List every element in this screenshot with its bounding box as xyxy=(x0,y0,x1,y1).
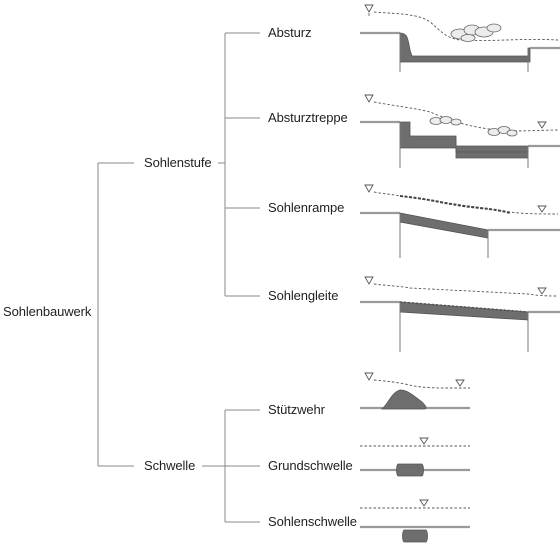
leaf-label-grundschwelle: Grundschwelle xyxy=(268,458,353,473)
water-level-triangle-icon xyxy=(419,437,429,445)
riprap-stones-icon xyxy=(429,116,518,137)
water-surface-line xyxy=(373,11,559,42)
water-level-triangle-icon xyxy=(455,379,465,387)
water-surface-line xyxy=(373,283,559,297)
slide-surface-stones xyxy=(399,301,529,313)
water-level-triangle-icon xyxy=(364,372,374,381)
branch-label-schwelle: Schwelle xyxy=(144,458,196,473)
water-level-triangle-icon xyxy=(364,184,374,193)
water-level-triangle-icon xyxy=(419,499,429,507)
water-level-triangle-icon xyxy=(364,4,374,13)
leaf-label-stuetzwehr: Stützwehr xyxy=(268,402,325,417)
ramp-surface-stones xyxy=(399,195,511,214)
water-level-triangle-icon xyxy=(537,287,547,295)
weir-body xyxy=(380,389,427,410)
leaf-label-absturz: Absturz xyxy=(268,25,312,40)
water-level-triangle-icon xyxy=(364,94,374,103)
leaf-label-sohlengleite: Sohlengleite xyxy=(268,288,339,303)
water-surface-line xyxy=(373,101,559,132)
sohlengleite-sketch xyxy=(360,276,560,352)
water-level-triangle-icon xyxy=(364,276,374,285)
leaf-label-absturztreppe: Absturztreppe xyxy=(268,110,348,125)
sohlenrampe-sketch xyxy=(360,184,560,258)
sohlenschwelle-sketch xyxy=(360,499,470,543)
riprap-stones-icon xyxy=(450,23,502,42)
water-level-triangle-icon xyxy=(537,205,547,213)
stuetzwehr-sketch xyxy=(360,372,470,410)
sill-body xyxy=(396,463,424,477)
water-level-triangle-icon xyxy=(537,121,547,129)
root-label: Sohlenbauwerk xyxy=(3,304,92,319)
branch-label-sohlenstufe: Sohlenstufe xyxy=(144,155,212,170)
ramp-structure xyxy=(399,212,489,239)
water-surface-line xyxy=(373,379,470,389)
drop-structure xyxy=(399,32,531,63)
bed-sill-body xyxy=(402,529,428,543)
leaf-label-sohlenrampe: Sohlenrampe xyxy=(268,200,345,215)
absturz-sketch xyxy=(360,4,560,72)
step-fill xyxy=(399,121,529,153)
absturztreppe-sketch xyxy=(360,94,560,168)
leaf-label-sohlenschwelle: Sohlenschwelle xyxy=(268,514,357,529)
grundschwelle-sketch xyxy=(360,437,470,477)
